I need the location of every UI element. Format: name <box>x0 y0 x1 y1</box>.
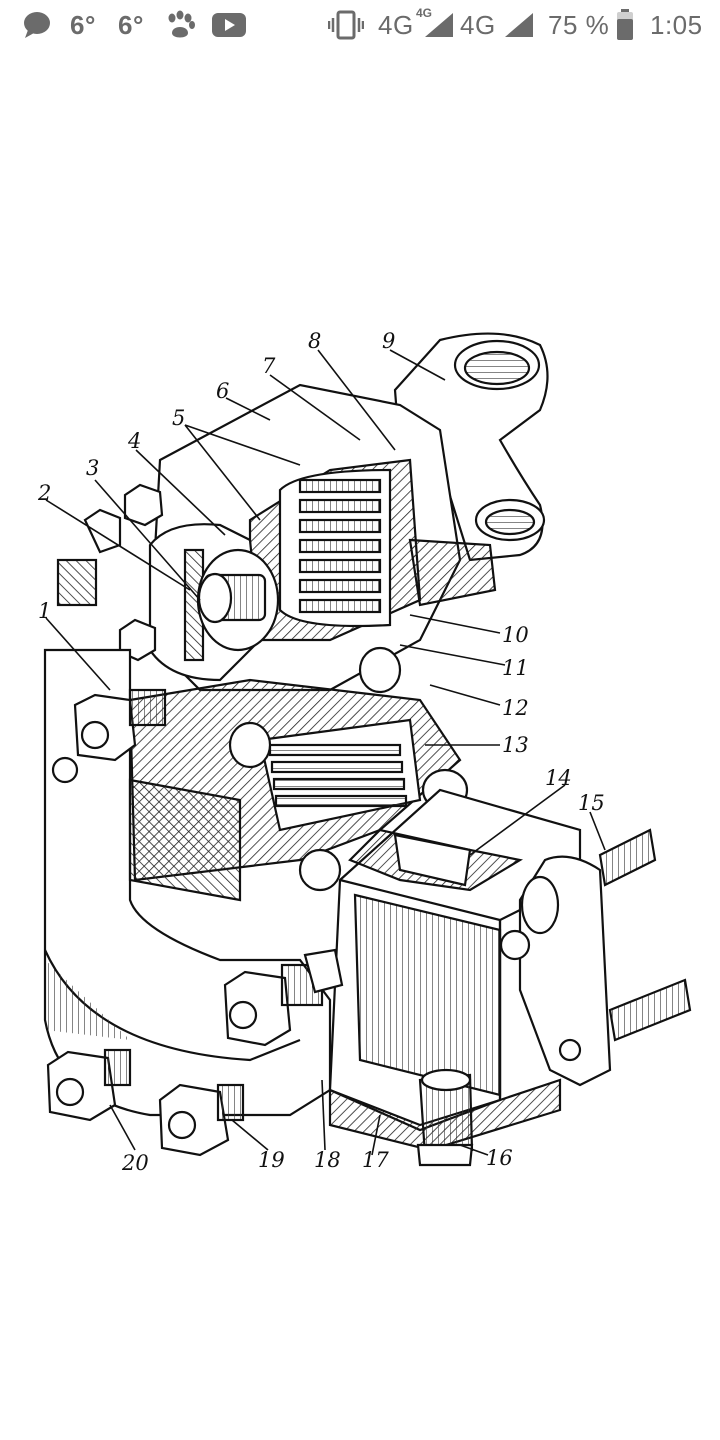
chat-bubble-icon <box>22 0 52 50</box>
network-type-1-small: 4G <box>416 6 433 20</box>
callout-1: 1 <box>38 599 51 623</box>
callout-15: 15 <box>578 791 605 815</box>
callout-16: 16 <box>486 1146 513 1170</box>
callout-5: 5 <box>172 406 185 430</box>
callout-2: 2 <box>37 481 51 505</box>
signal-icon <box>424 0 454 50</box>
callout-19: 19 <box>258 1148 285 1172</box>
paw-icon <box>164 0 196 50</box>
network-type-1: 4G <box>378 9 414 40</box>
callout-4: 4 <box>127 429 141 453</box>
callout-12: 12 <box>502 696 529 720</box>
signal-icon-2 <box>504 0 534 50</box>
battery-percent: 75 % <box>548 9 610 40</box>
callout-17: 17 <box>362 1148 389 1172</box>
callout-13: 13 <box>502 733 529 757</box>
temperature-2: 6° <box>118 9 144 40</box>
temperature-1: 6° <box>70 9 96 40</box>
callout-20: 20 <box>121 1151 149 1175</box>
callout-6: 6 <box>216 379 229 403</box>
image-viewer[interactable]: 1 2 3 4 5 6 7 8 9 10 11 12 13 14 15 16 1… <box>0 50 720 1440</box>
callout-14: 14 <box>545 766 572 790</box>
callout-10: 10 <box>502 623 529 647</box>
callout-7: 7 <box>262 354 276 378</box>
mechanism-cutaway-drawing: 1 2 3 4 5 6 7 8 9 10 11 12 13 14 15 16 1… <box>37 329 692 1175</box>
battery-icon <box>616 0 634 50</box>
callout-labels: 1 2 3 4 5 6 7 8 9 10 11 12 13 14 15 16 1… <box>37 329 605 1175</box>
callout-18: 18 <box>314 1148 341 1172</box>
youtube-icon <box>212 0 246 50</box>
status-bar: 6° 6° 4G 4G 4G 75 % <box>0 0 720 50</box>
callout-8: 8 <box>308 329 321 353</box>
vibrate-icon <box>328 0 364 50</box>
network-type-2: 4G <box>460 9 496 40</box>
callout-11: 11 <box>502 656 529 680</box>
callout-3: 3 <box>86 456 99 480</box>
clock: 1:05 <box>650 9 703 40</box>
callout-9: 9 <box>382 329 395 353</box>
